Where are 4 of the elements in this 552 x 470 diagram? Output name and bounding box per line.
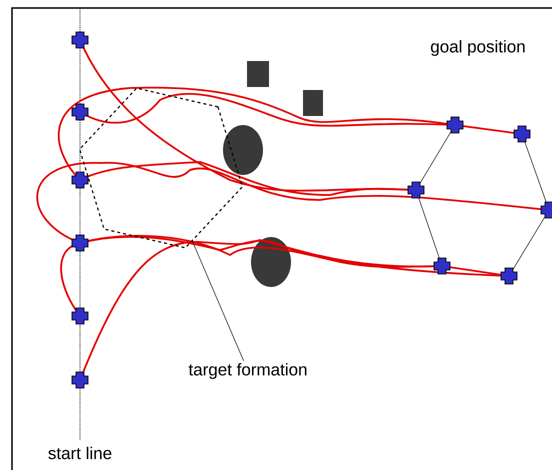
label-text: goal position — [431, 40, 525, 56]
leader-line — [192, 240, 244, 362]
callout-text: target formation — [188, 363, 306, 379]
label-text: start line — [48, 446, 112, 460]
